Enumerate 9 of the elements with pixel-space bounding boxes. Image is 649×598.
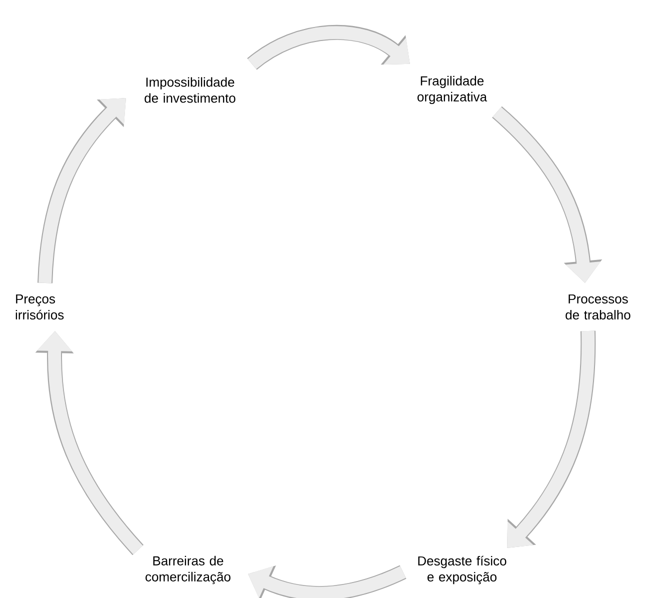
- cycle-label: Preços irrisórios: [16, 294, 64, 320]
- curved-arrow: [38, 98, 126, 284]
- curved-arrow: [248, 24, 410, 70]
- cycle-label: Processos de trabalho: [566, 294, 630, 320]
- curved-arrow: [507, 330, 596, 548]
- cycle-label: Desgaste físico e exposição: [418, 556, 506, 584]
- cycle-label: Impossibilidade de investimento: [144, 77, 236, 103]
- cycle-label: Barreiras de comercilização: [146, 556, 230, 584]
- cycle-label: Fragilidade organizativa: [418, 76, 488, 104]
